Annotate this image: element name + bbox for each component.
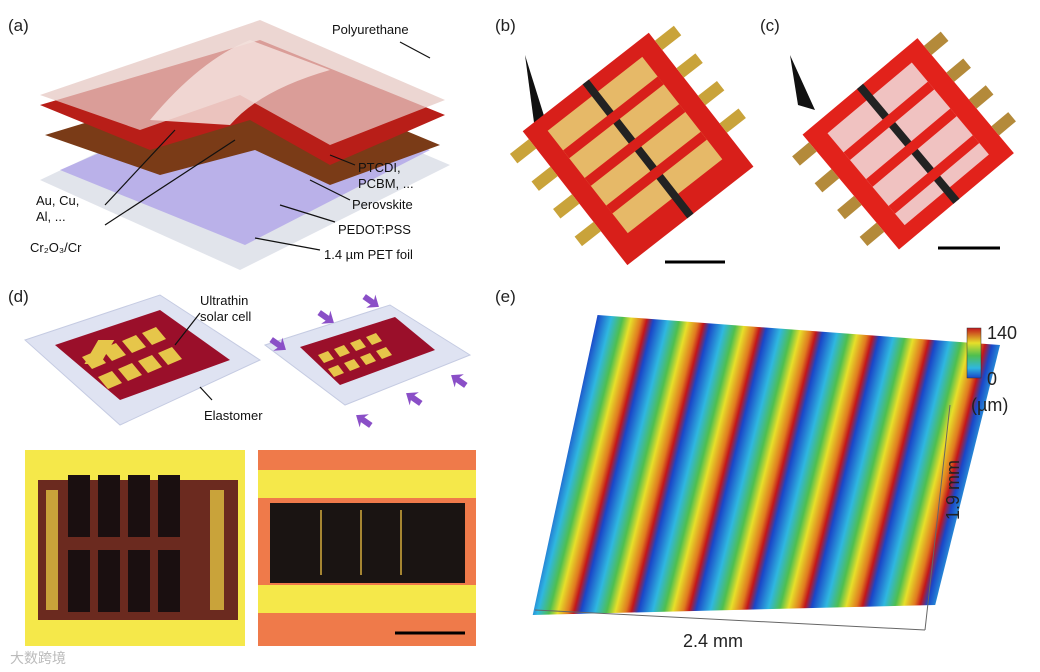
x-extent-label: 2.4 mm bbox=[683, 631, 744, 651]
surface-topography bbox=[532, 315, 1001, 631]
colorbar-unit: (µm) bbox=[971, 395, 1009, 415]
label-metals-1: Au, Cu, bbox=[36, 193, 80, 208]
label-perovskite: Perovskite bbox=[352, 197, 413, 212]
watermark: 大数跨境 bbox=[10, 650, 66, 666]
label-pedot: PEDOT:PSS bbox=[338, 222, 411, 237]
label-pcbm: PCBM, ... bbox=[358, 176, 414, 191]
layer-stack-illustration bbox=[40, 20, 450, 270]
label-polyurethane: Polyurethane bbox=[332, 22, 409, 37]
panel-b: (b) bbox=[495, 0, 755, 280]
panel-e: (e) bbox=[495, 285, 1040, 672]
panel-a-label: (a) bbox=[8, 16, 29, 35]
y-extent-label: 1.9 mm bbox=[943, 459, 963, 520]
panel-c: (c) bbox=[760, 0, 1040, 280]
colorbar bbox=[966, 327, 982, 379]
label-solar-cell: solar cell bbox=[200, 309, 252, 324]
panel-c-label: (c) bbox=[760, 16, 780, 35]
label-elastomer: Elastomer bbox=[204, 408, 263, 423]
colorbar-min: 0 bbox=[987, 369, 998, 389]
flexible-cell-photo-b bbox=[509, 25, 754, 266]
label-cr: Cr₂O₃/Cr bbox=[30, 240, 82, 255]
stretch-schematic bbox=[24, 294, 472, 428]
label-pet-foil: 1.4 µm PET foil bbox=[324, 247, 413, 262]
label-ultrathin: Ultrathin bbox=[200, 293, 249, 308]
panel-b-label: (b) bbox=[495, 16, 516, 35]
flexible-cell-photo-c bbox=[790, 31, 1016, 250]
panel-e-label: (e) bbox=[495, 287, 516, 306]
colorbar-max: 140 bbox=[987, 323, 1018, 343]
device-photos bbox=[25, 450, 476, 646]
label-ptcdi: PTCDI, bbox=[358, 160, 401, 175]
panel-a: (a) Polyurethane PTCDI, PCBM, ... Perovs… bbox=[0, 0, 470, 280]
label-metals-2: Al, ... bbox=[36, 209, 66, 224]
panel-d-label: (d) bbox=[8, 287, 29, 306]
panel-d: (d) bbox=[0, 285, 490, 672]
